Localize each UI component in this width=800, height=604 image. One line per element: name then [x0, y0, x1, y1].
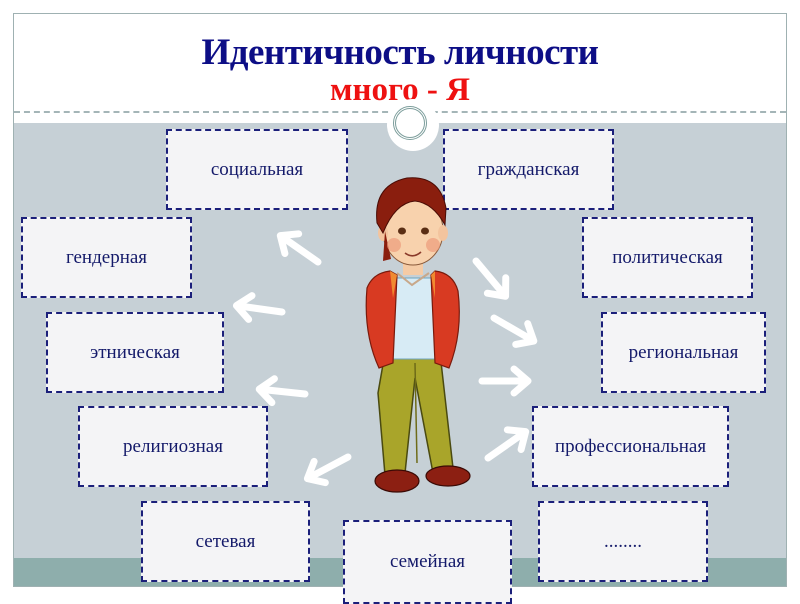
arrow-up-left-icon	[273, 226, 324, 272]
box-label: этническая	[90, 341, 180, 363]
slide-title: Идентичность личности	[201, 32, 599, 73]
box-network: сетевая	[141, 501, 310, 582]
box-label: ........	[604, 530, 642, 552]
box-gender: гендерная	[21, 217, 192, 298]
box-label: гражданская	[477, 158, 580, 180]
box-label: политическая	[612, 246, 723, 268]
box-other: ........	[538, 501, 708, 582]
box-label: гендерная	[65, 246, 148, 268]
box-regional: региональная	[601, 312, 766, 393]
box-label: сетевая	[195, 530, 256, 552]
arrow-left-icon	[235, 294, 284, 324]
box-religious: религиозная	[78, 406, 268, 487]
box-label: социальная	[210, 158, 304, 180]
boy-illustration	[365, 177, 471, 493]
arrow-down-right-icon	[481, 422, 532, 468]
arrow-up-right-icon	[488, 308, 540, 352]
box-label: семейная	[389, 551, 466, 572]
box-professional: профессиональная	[532, 406, 729, 487]
box-label: профессиональная	[554, 435, 707, 457]
box-social: социальная	[166, 129, 348, 210]
box-ethnic: этническая	[46, 312, 224, 393]
box-political: политическая	[582, 217, 753, 298]
arrow-right-icon	[482, 369, 528, 393]
arrow-left-icon	[258, 377, 306, 406]
box-family: семейная	[343, 520, 512, 604]
box-civic: гражданская	[443, 129, 614, 210]
box-label: региональная	[628, 341, 739, 363]
ring-ornament-icon	[393, 106, 427, 140]
box-label: религиозная	[123, 435, 223, 457]
